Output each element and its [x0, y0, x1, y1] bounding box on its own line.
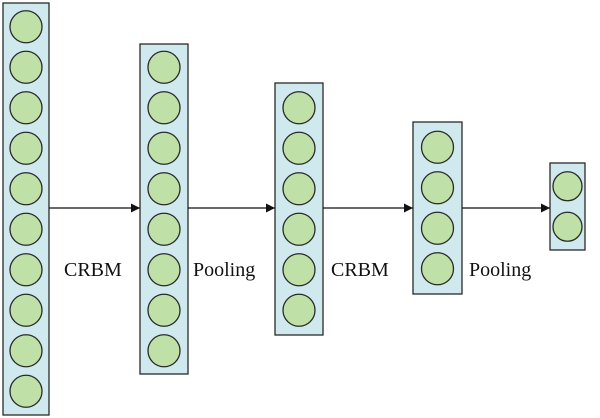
layer-5 — [549, 162, 586, 251]
neuron-node — [9, 50, 43, 84]
neuron-node — [282, 172, 316, 206]
neuron-node — [552, 171, 583, 202]
neuron-node — [420, 211, 455, 245]
neuron-node — [147, 253, 181, 287]
neuron-node — [9, 253, 43, 287]
neuron-node — [282, 91, 316, 125]
neuron-node — [9, 212, 43, 246]
neuron-node — [9, 91, 43, 125]
neuron-node — [420, 130, 455, 164]
neuron-node — [9, 334, 43, 368]
operation-label-3: CRBM — [331, 259, 389, 281]
neuron-node — [147, 131, 181, 165]
neuron-node — [9, 10, 43, 44]
labels-group: CRBM Pooling CRBM Pooling — [64, 259, 531, 281]
neuron-node — [282, 212, 316, 246]
neuron-node — [147, 172, 181, 206]
operation-label-2: Pooling — [193, 259, 255, 281]
operation-label-1: CRBM — [64, 259, 122, 281]
neuron-node — [282, 253, 316, 287]
neuron-node — [9, 293, 43, 327]
neuron-node — [420, 171, 455, 205]
layers-group — [2, 2, 586, 416]
neuron-node — [282, 131, 316, 165]
layer-1 — [2, 2, 50, 416]
operation-label-4: Pooling — [469, 259, 531, 281]
layer-2 — [139, 43, 189, 375]
neuron-node — [147, 293, 181, 327]
neuron-node — [552, 211, 583, 242]
layer-box — [274, 82, 324, 336]
neuron-node — [9, 374, 43, 408]
layer-4 — [412, 121, 463, 295]
layer-3 — [274, 82, 324, 336]
neuron-node — [147, 50, 181, 84]
neuron-node — [9, 172, 43, 206]
neuron-node — [420, 252, 455, 286]
neuron-node — [282, 293, 316, 327]
neuron-node — [147, 334, 181, 368]
neuron-node — [147, 91, 181, 125]
neuron-node — [9, 131, 43, 165]
neuron-node — [147, 212, 181, 246]
